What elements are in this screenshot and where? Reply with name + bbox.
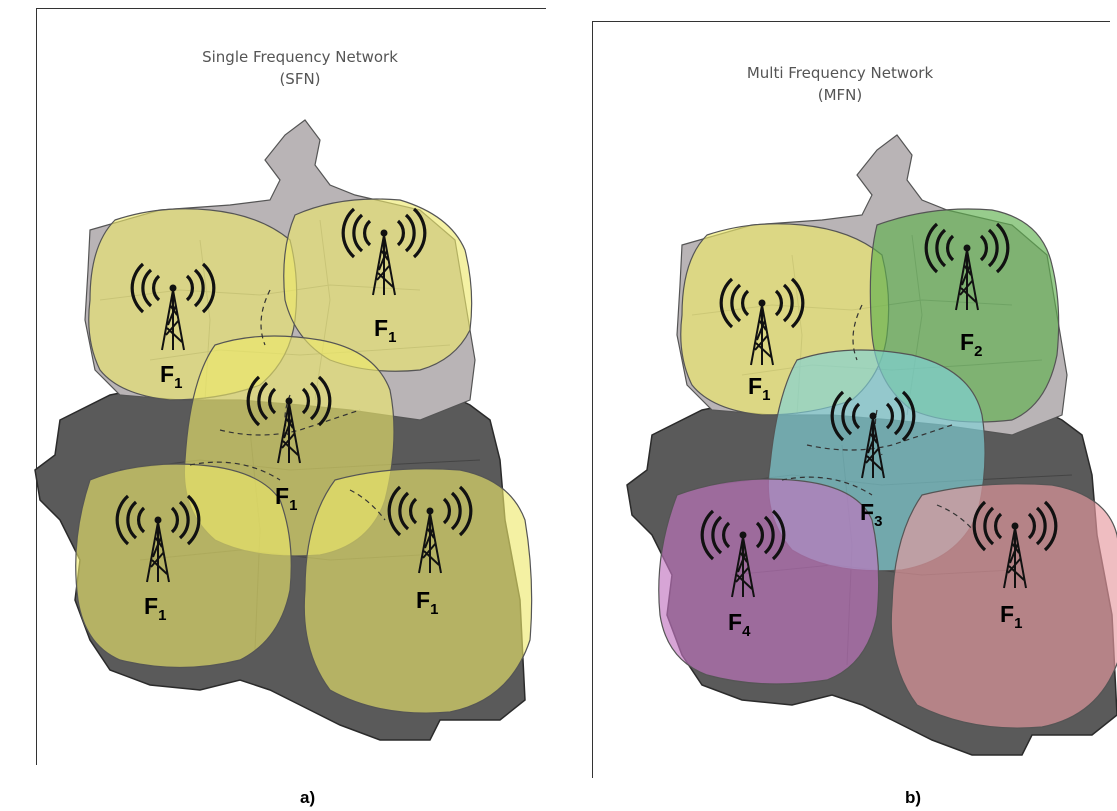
panel-a-top-border: [36, 8, 546, 9]
panel-b-title: Multi Frequency Network (MFN): [660, 62, 1020, 106]
panel-a-left-border: [36, 8, 37, 765]
panel-b-top-border: [592, 21, 1110, 22]
panel-b-coverage: [658, 208, 1117, 729]
frequency-label: F4: [728, 609, 751, 640]
frequency-label: F1: [1000, 601, 1022, 632]
panel-b-caption: b): [905, 788, 922, 807]
panel-b-left-border: [592, 21, 593, 778]
coverage-area: [658, 478, 880, 685]
panel-a-title-line1: Single Frequency Network: [202, 48, 398, 66]
panel-a-title-line2: (SFN): [279, 70, 321, 88]
frequency-label: F1: [748, 373, 770, 404]
frequency-label: F1: [416, 587, 438, 618]
frequency-label: F1: [160, 361, 182, 392]
panel-b-title-line1: Multi Frequency Network: [746, 64, 934, 82]
panel-a-caption: a): [300, 788, 316, 807]
panel-b-labels: F1 F2 F3 F4 F1: [728, 329, 1022, 640]
frequency-label: F1: [275, 483, 297, 514]
frequency-label: F2: [960, 329, 982, 360]
frequency-label: F3: [860, 499, 882, 530]
panel-a-title: Single Frequency Network (SFN): [120, 46, 480, 90]
frequency-label: F1: [144, 593, 166, 624]
panel-b-title-line2: (MFN): [817, 86, 863, 104]
frequency-label: F1: [374, 315, 396, 346]
panel-a-labels: F1 F1 F1 F1 F1: [144, 315, 438, 624]
coverage-area: [303, 468, 533, 714]
coverage-area: [890, 483, 1117, 729]
coverage-area: [75, 463, 292, 669]
